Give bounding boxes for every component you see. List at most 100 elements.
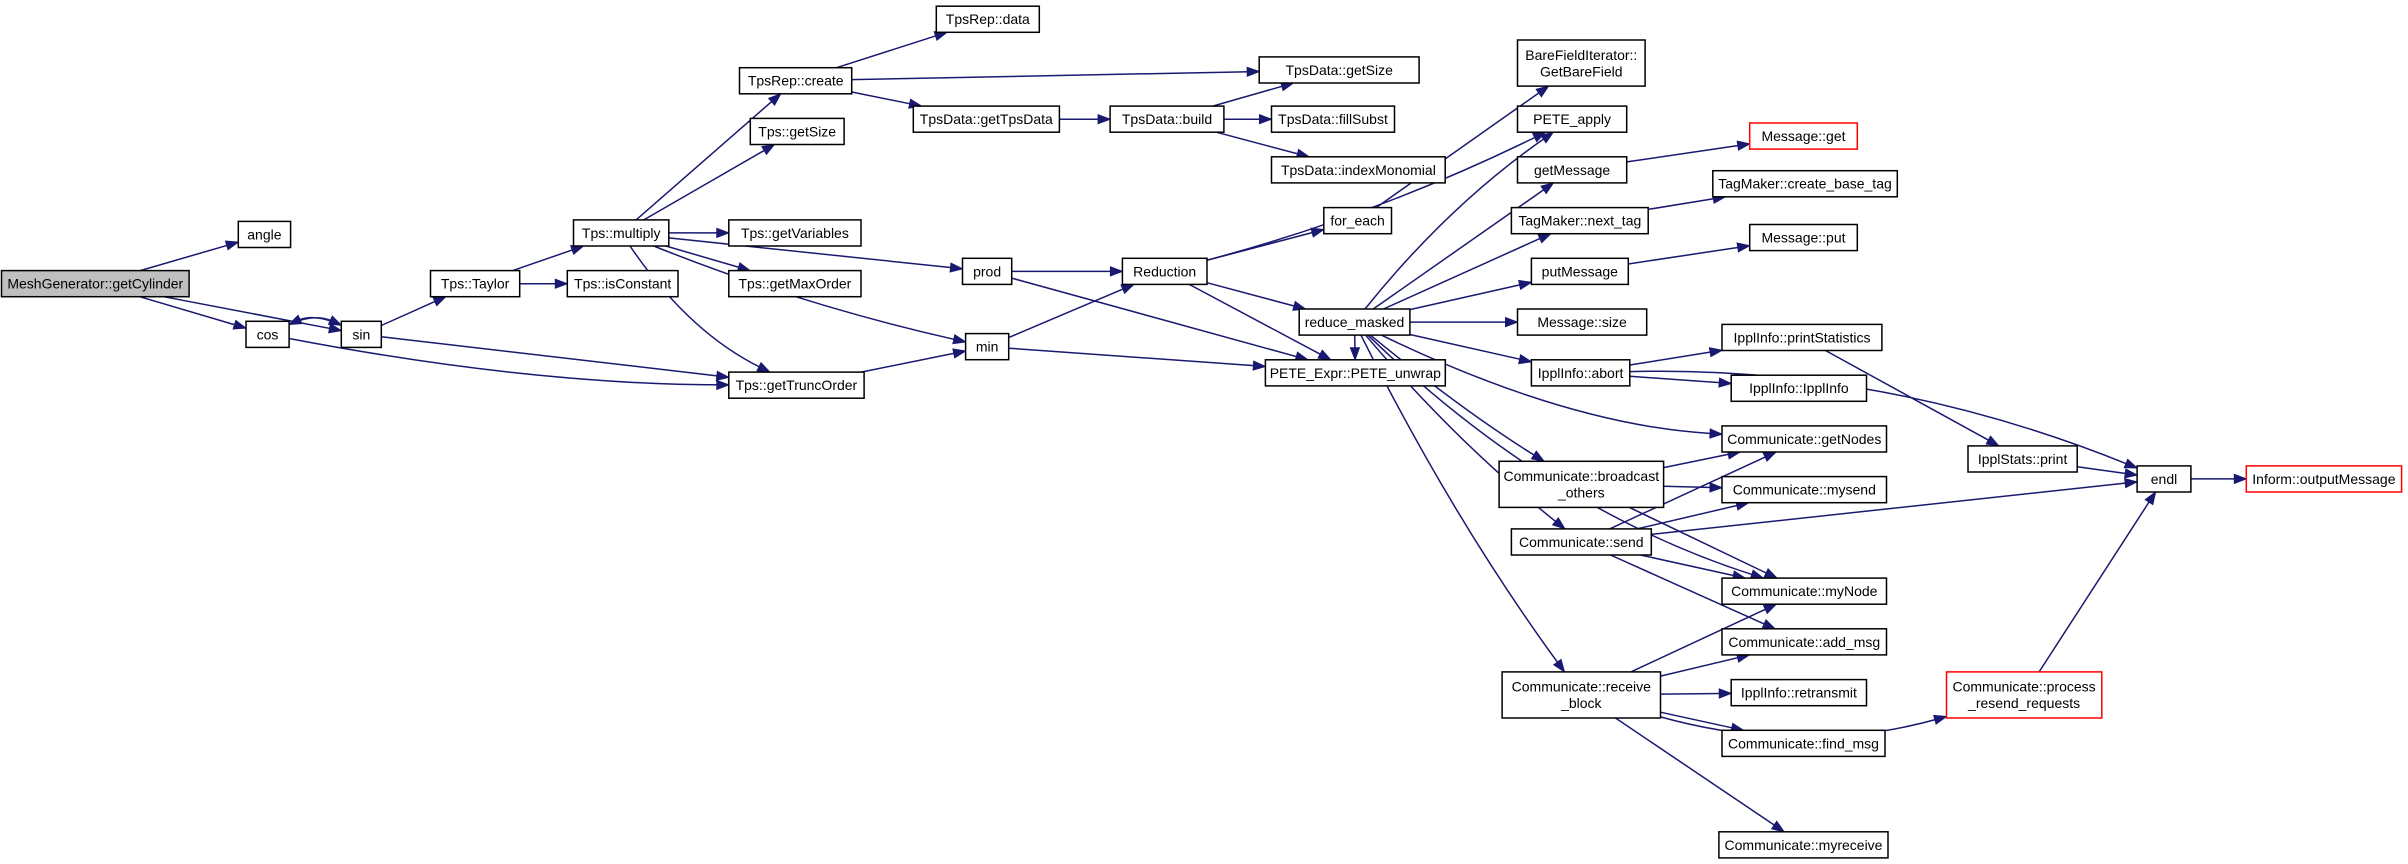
arrowhead-icon	[1317, 349, 1333, 361]
node-myNode[interactable]: Communicate::myNode	[1721, 577, 1888, 605]
node-indexMonomial[interactable]: TpsData::indexMonomial	[1270, 156, 1446, 184]
edge-putMessage-to-msgPut	[1628, 242, 1752, 265]
node-mysend[interactable]: Communicate::mysend	[1721, 475, 1888, 504]
arrowhead-icon	[1540, 182, 1555, 195]
node-broadcast[interactable]: Communicate::broadcast_others	[1498, 460, 1665, 509]
node-label: Communicate::broadcast	[1503, 468, 1659, 484]
node-label: prod	[973, 263, 1001, 279]
node-label: min	[976, 339, 999, 355]
node-myreceive[interactable]: Communicate::myreceive	[1718, 831, 1889, 859]
arrowhead-icon	[949, 262, 964, 273]
node-label: Tps::Taylor	[441, 276, 510, 292]
node-getTpsData[interactable]: TpsData::getTpsData	[912, 105, 1061, 133]
edge-sin-to-getTruncOrder	[381, 335, 731, 381]
edge-statsPrint-to-endl	[2077, 465, 2139, 479]
node-box	[738, 66, 853, 95]
node-repCreate[interactable]: TpsRep::create	[738, 66, 853, 95]
node-bareField[interactable]: BareFieldIterator::GetBareField	[1516, 39, 1646, 87]
node-statsPrint[interactable]: IpplStats::print	[1967, 445, 2078, 473]
node-putMessage[interactable]: putMessage	[1530, 257, 1630, 286]
edge-cos-to-getTruncOrder	[288, 337, 731, 391]
node-reduceMasked[interactable]: reduce_masked	[1298, 308, 1411, 336]
node-label: Communicate::myreceive	[1725, 837, 1883, 853]
node-label: reduce_masked	[1305, 314, 1405, 330]
edge-min-to-peteUnwrap	[1008, 347, 1267, 371]
node-printStatistics[interactable]: IpplInfo::printStatistics	[1721, 323, 1883, 352]
node-tpsGetSize[interactable]: Tps::getSize	[749, 117, 845, 146]
arrowhead-icon	[1530, 450, 1546, 463]
arrowhead-icon	[716, 227, 731, 239]
arrowhead-icon	[2123, 458, 2139, 469]
node-label: angle	[247, 227, 281, 243]
node-getTruncOrder[interactable]: Tps::getTruncOrder	[728, 371, 865, 399]
node-min[interactable]: min	[964, 332, 1010, 361]
node-cos[interactable]: cos	[245, 320, 290, 349]
node-label: TpsRep::data	[946, 11, 1030, 27]
node-addMsg[interactable]: Communicate::add_msg	[1721, 628, 1888, 656]
arrowhead-icon	[1551, 517, 1567, 530]
node-repData[interactable]: TpsRep::data	[935, 5, 1041, 34]
node-ipplAbort[interactable]: IpplInfo::abort	[1530, 359, 1631, 387]
edge-ipplAbort-to-endl	[1629, 370, 2139, 469]
node-createBaseTag[interactable]: TagMaker::create_base_tag	[1712, 169, 1899, 198]
node-ipplInfo[interactable]: IpplInfo::IpplInfo	[1730, 374, 1868, 403]
arrowhead-icon	[1718, 377, 1733, 388]
node-box	[1721, 323, 1883, 352]
node-dataGetSize[interactable]: TpsData::getSize	[1258, 56, 1420, 84]
edge-build-to-fillSubst	[1223, 113, 1273, 125]
arrowhead-icon	[1252, 360, 1267, 371]
node-msgGet[interactable]: Message::get	[1748, 122, 1859, 150]
node-label: Tps::getTruncOrder	[736, 377, 858, 393]
arrowhead-icon	[767, 92, 782, 106]
node-receiveBlock[interactable]: Communicate::receive_block	[1501, 671, 1662, 719]
node-box	[1516, 39, 1646, 87]
node-box	[0, 269, 190, 298]
node-forEach[interactable]: for_each	[1323, 206, 1393, 235]
node-endl[interactable]: endl	[2136, 465, 2192, 493]
edge-reduceMasked-to-peteUnwrap	[1349, 335, 1361, 362]
node-box	[1721, 425, 1888, 453]
node-box	[1721, 577, 1888, 605]
node-prod[interactable]: prod	[961, 257, 1013, 286]
edge-Reduction-to-peteApply	[1206, 131, 1547, 261]
arrowhead-icon	[328, 323, 343, 334]
node-getVariables[interactable]: Tps::getVariables	[728, 219, 862, 247]
node-peteUnwrap[interactable]: PETE_Expr::PETE_unwrap	[1264, 359, 1447, 387]
arrowhead-icon	[1505, 316, 1519, 328]
node-box	[566, 269, 679, 298]
node-label: putMessage	[1542, 263, 1618, 279]
node-box	[2245, 465, 2403, 493]
node-getNodes[interactable]: Communicate::getNodes	[1721, 425, 1888, 453]
node-label: endl	[2151, 471, 2177, 487]
node-Taylor[interactable]: Tps::Taylor	[429, 269, 521, 298]
node-send[interactable]: Communicate::send	[1510, 528, 1653, 556]
node-msgPut[interactable]: Message::put	[1748, 223, 1859, 252]
node-nextTag[interactable]: TagMaker::next_tag	[1510, 206, 1649, 235]
arrowhead-icon	[1552, 658, 1566, 674]
node-isConstant[interactable]: Tps::isConstant	[566, 269, 679, 298]
node-label: Communicate::add_msg	[1728, 634, 1880, 650]
node-multiply[interactable]: Tps::multiply	[572, 219, 670, 247]
edge-Taylor-to-multiply	[512, 245, 585, 272]
node-processResend[interactable]: Communicate::process_resend_requests	[1945, 671, 2103, 719]
node-Reduction[interactable]: Reduction	[1121, 257, 1208, 286]
node-getCylinder[interactable]: MeshGenerator::getCylinder	[0, 269, 190, 298]
edge-reduceMasked-to-ipplAbort	[1409, 333, 1533, 365]
node-retransmit[interactable]: IpplInfo::retransmit	[1730, 678, 1868, 707]
node-msgSize[interactable]: Message::size	[1516, 308, 1648, 336]
node-getMaxOrder[interactable]: Tps::getMaxOrder	[728, 269, 862, 298]
edge-multiply-to-repCreate	[635, 92, 782, 221]
node-box	[1270, 105, 1396, 133]
node-fillSubst[interactable]: TpsData::fillSubst	[1270, 105, 1396, 133]
node-build[interactable]: TpsData::build	[1109, 105, 1225, 133]
node-findMsg[interactable]: Communicate::find_msg	[1721, 729, 1886, 758]
node-peteApply[interactable]: PETE_apply	[1516, 105, 1628, 133]
node-outputMessage[interactable]: Inform::outputMessage	[2245, 465, 2403, 493]
edge-min-to-Reduction	[1008, 283, 1136, 339]
arrowhead-icon	[1933, 714, 1948, 725]
node-box	[1510, 528, 1653, 556]
node-sin[interactable]: sin	[340, 320, 383, 349]
edge-build-to-dataGetSize	[1212, 81, 1295, 107]
node-getMessage[interactable]: getMessage	[1516, 156, 1628, 184]
node-angle[interactable]: angle	[237, 220, 292, 249]
